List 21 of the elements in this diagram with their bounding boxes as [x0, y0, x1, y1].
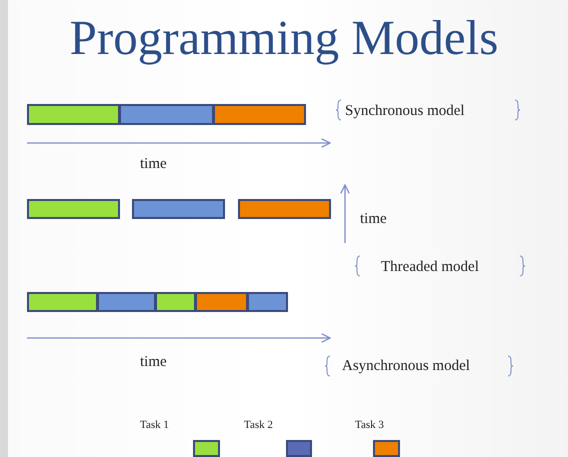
- model-label: Threaded model: [381, 258, 479, 276]
- task-bar: [97, 292, 156, 312]
- task-bar: [238, 199, 331, 219]
- task-bar: [132, 199, 225, 219]
- task-bar: [27, 104, 120, 125]
- task-bar: [155, 292, 196, 312]
- task-bar: [119, 104, 214, 125]
- axis-label: time: [360, 210, 387, 228]
- task-bar: [27, 199, 120, 219]
- model-label: Synchronous model: [345, 102, 465, 120]
- axis-label: time: [140, 155, 167, 173]
- task-bar: [213, 104, 306, 125]
- axis-label: time: [140, 353, 167, 371]
- model-label: Asynchronous model: [342, 357, 470, 375]
- legend-label: Task 3: [355, 418, 384, 432]
- task-bar: [247, 292, 288, 312]
- title: Programming Models: [68, 9, 500, 67]
- task-bar: [195, 292, 248, 312]
- legend-label: Task 2: [244, 418, 273, 432]
- task-bar: [27, 292, 98, 312]
- legend-label: Task 1: [140, 418, 169, 432]
